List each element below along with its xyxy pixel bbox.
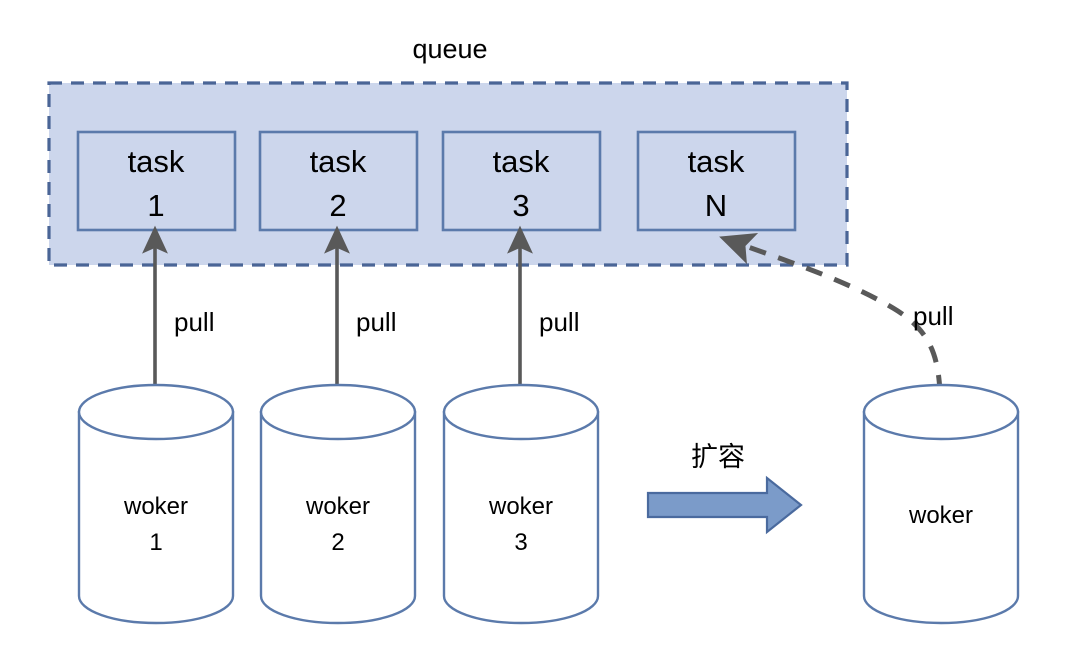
worker-name-label: woker	[305, 493, 370, 520]
cylinder-top	[442, 383, 600, 441]
task-box-rect	[258, 130, 419, 232]
worker-cylinder-new: woker	[862, 383, 1020, 625]
scale-out-label: 扩容	[691, 442, 745, 472]
pull-arrow-dashed	[719, 233, 943, 393]
cylinder-top	[77, 383, 235, 441]
worker-cylinder-3: woker 3	[442, 383, 600, 625]
cylinder-body	[862, 410, 1020, 625]
worker-name-label: woker	[123, 493, 188, 520]
worker-name-label: woker	[908, 502, 973, 529]
cylinder-body	[442, 410, 600, 625]
pull-label-4: pull	[913, 301, 953, 331]
task-box-rect	[76, 130, 237, 232]
task-box-n: task N	[636, 130, 797, 232]
task-name-label: task	[310, 144, 367, 179]
task-id-label: 2	[329, 188, 346, 223]
worker-cylinder-1: woker 1	[77, 383, 235, 625]
task-id-label: N	[705, 188, 727, 223]
task-box-3: task 3	[441, 130, 602, 232]
worker-id-label: 2	[331, 529, 344, 556]
task-id-label: 3	[512, 188, 529, 223]
worker-name-label: woker	[488, 493, 553, 520]
task-box-2: task 2	[258, 130, 419, 232]
pull-label-3: pull	[539, 307, 579, 337]
task-box-rect	[636, 130, 797, 232]
queue-label: queue	[412, 34, 487, 64]
pull-label-1: pull	[174, 307, 214, 337]
task-name-label: task	[128, 144, 185, 179]
task-name-label: task	[688, 144, 745, 179]
cylinder-top	[862, 383, 1020, 441]
cylinder-body	[259, 410, 417, 625]
worker-id-label: 3	[514, 529, 527, 556]
scale-out-arrow	[646, 475, 803, 535]
pull-label-2: pull	[356, 307, 396, 337]
task-id-label: 1	[147, 188, 164, 223]
task-box-1: task 1	[76, 130, 237, 232]
worker-id-label: 1	[149, 529, 162, 556]
task-name-label: task	[493, 144, 550, 179]
cylinder-top	[259, 383, 417, 441]
cylinder-body	[77, 410, 235, 625]
worker-cylinder-2: woker 2	[259, 383, 417, 625]
